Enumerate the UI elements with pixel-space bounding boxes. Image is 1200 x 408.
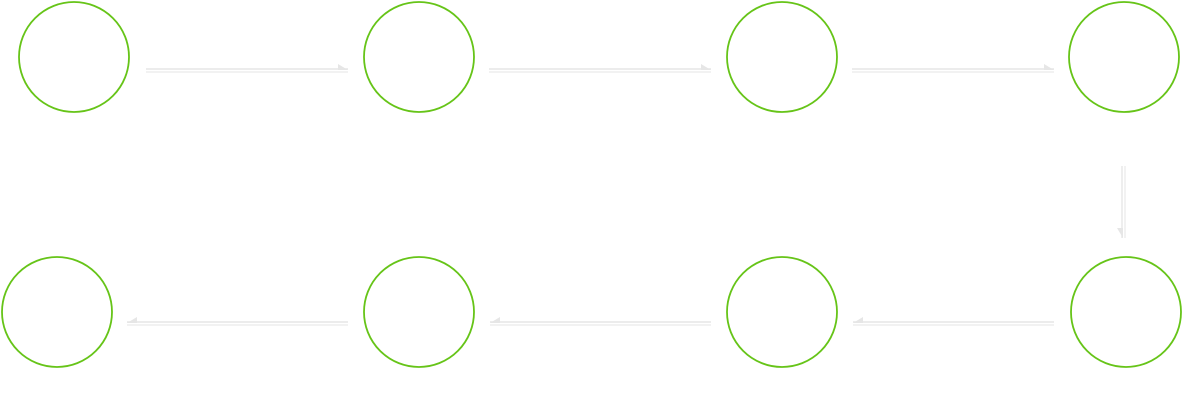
arrow-n6-n7: [490, 317, 711, 326]
arrowhead-icon: [1044, 64, 1054, 70]
arrowhead-icon: [853, 317, 863, 323]
node-n7[interactable]: [363, 256, 475, 368]
arrow-n3-n4: [852, 64, 1054, 73]
arrowhead-icon: [1117, 228, 1123, 238]
arrow-n1-n2: [146, 64, 348, 73]
node-n8[interactable]: [1, 256, 113, 368]
arrowhead-icon: [701, 64, 711, 70]
arrowhead-icon: [490, 317, 500, 323]
node-n1[interactable]: [18, 1, 130, 113]
arrowhead-icon: [338, 64, 348, 70]
arrow-n5-n6: [853, 317, 1054, 326]
node-n6[interactable]: [726, 256, 838, 368]
node-n2[interactable]: [363, 1, 475, 113]
arrowhead-icon: [127, 317, 137, 323]
arrow-n4-n5: [1117, 166, 1126, 238]
arrow-n2-n3: [489, 64, 711, 73]
arrow-n7-n8: [127, 317, 348, 326]
node-n3[interactable]: [726, 1, 838, 113]
node-n4[interactable]: [1068, 1, 1180, 113]
node-n5[interactable]: [1070, 256, 1182, 368]
